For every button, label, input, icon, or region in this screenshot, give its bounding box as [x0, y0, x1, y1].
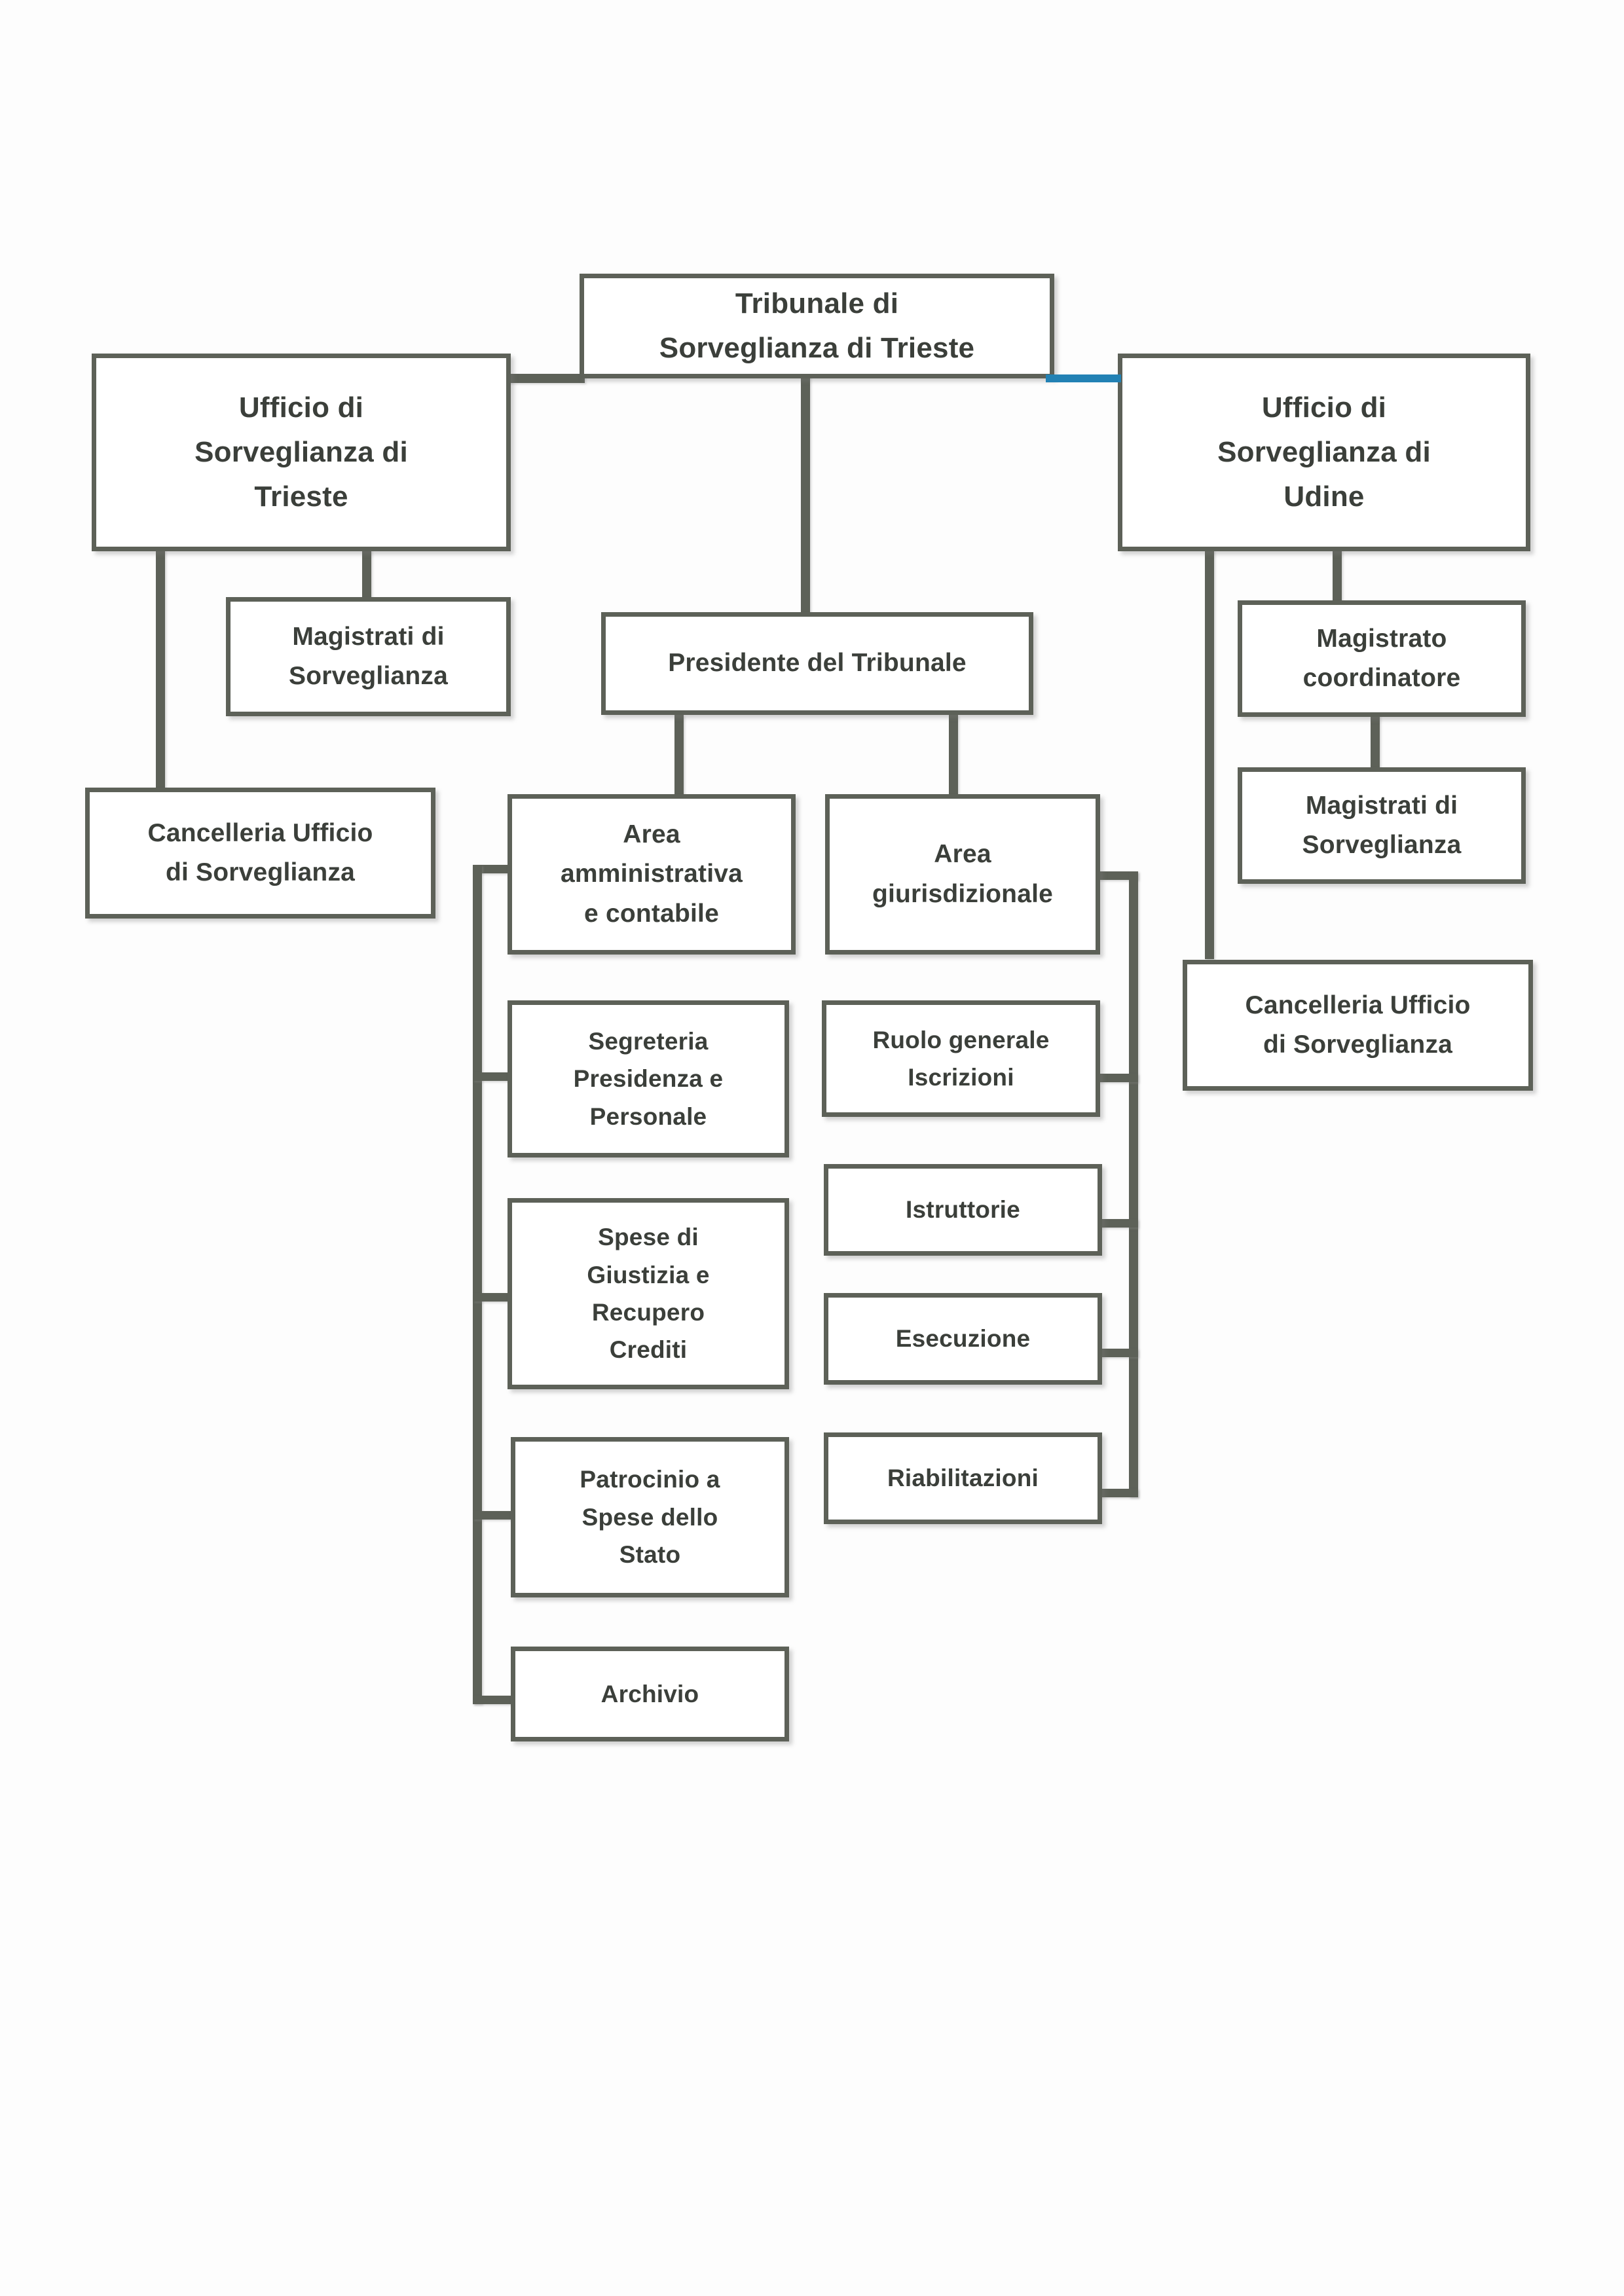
edge-ufficio-trieste-to-cancelleria — [156, 550, 165, 790]
edge-bracket-giur-stub-2 — [1098, 1219, 1138, 1228]
node-label: Archivio — [600, 1680, 699, 1707]
edge-magistrato-coordinatore-to-magistrati-udine — [1371, 714, 1380, 767]
node-label: Esecuzione — [895, 1325, 1031, 1353]
edge-bracket-giur-stub-1 — [1098, 1074, 1138, 1082]
edge-bracket-amm-stub-4 — [473, 1696, 513, 1704]
edge-bracket-amm-top — [473, 865, 513, 873]
node-presidente-del-tribunale[interactable]: Presidente del Tribunale — [601, 612, 1033, 715]
edge-bracket-giur-top — [1098, 871, 1138, 880]
node-label: Presidente del Tribunale — [668, 649, 967, 678]
edge-bracket-amm-stub-3 — [473, 1511, 513, 1520]
edge-ufficio-udine-to-magistrato-coordinatore — [1333, 550, 1342, 602]
node-label: Istruttorie — [906, 1196, 1020, 1224]
edge-presidente-to-area-amministrativa — [674, 715, 684, 796]
node-esecuzione[interactable]: Esecuzione — [824, 1293, 1102, 1385]
node-archivio[interactable]: Archivio — [511, 1647, 789, 1741]
edge-bracket-amm-stub-1 — [473, 1072, 513, 1081]
edge-bracket-amm-spine — [473, 865, 482, 1704]
edge-root-to-ufficio-trieste — [507, 374, 585, 383]
node-riabilitazioni[interactable]: Riabilitazioni — [824, 1432, 1102, 1524]
edge-root-to-presidente — [801, 373, 810, 614]
edge-ufficio-udine-to-cancelleria-udine — [1205, 550, 1214, 959]
edge-presidente-to-area-giurisdizionale — [949, 715, 958, 796]
node-label: Riabilitazioni — [887, 1465, 1039, 1492]
edge-bracket-giur-stub-4 — [1098, 1489, 1138, 1497]
edge-root-to-ufficio-udine-highlight — [1046, 374, 1121, 382]
edge-bracket-giur-stub-3 — [1098, 1349, 1138, 1357]
edge-bracket-amm-stub-2 — [473, 1293, 513, 1302]
edge-ufficio-trieste-to-magistrati — [362, 550, 371, 599]
edge-bracket-giur-spine — [1129, 871, 1138, 1497]
node-istruttorie[interactable]: Istruttorie — [824, 1164, 1102, 1256]
